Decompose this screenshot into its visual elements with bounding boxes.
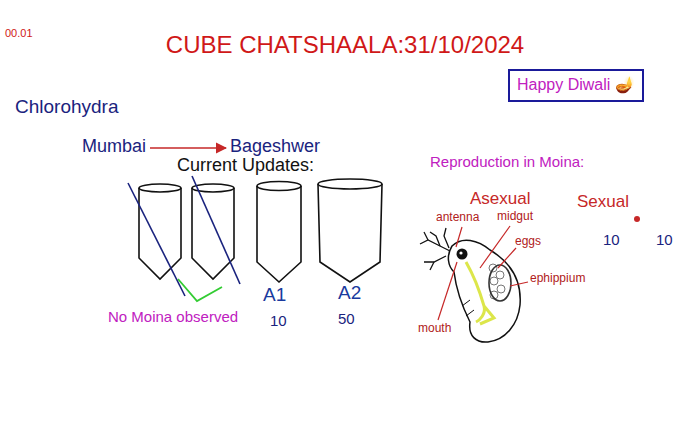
part-label: antenna (436, 211, 479, 225)
strike-line (192, 176, 240, 284)
timestamp: 00.01 (5, 27, 33, 40)
part-label: eggs (515, 235, 541, 249)
place-name: Mumbai (82, 136, 146, 157)
mode-heading: Sexual (577, 192, 629, 212)
count-value: 50 (338, 310, 355, 327)
section-heading: Reproduction in Moina: (430, 153, 584, 170)
leader-line (456, 227, 462, 247)
beaker (257, 182, 301, 283)
mode-heading: Asexual (470, 189, 530, 209)
section-heading: Current Updates: (177, 155, 314, 176)
box-text: Happy Diwali 🪔 (517, 75, 635, 96)
leader-line (438, 262, 457, 320)
leader-line (498, 248, 516, 268)
part-label: ephippium (530, 272, 585, 286)
part-label: midgut (497, 210, 533, 224)
dot-marker (634, 216, 640, 222)
leader-line (510, 282, 528, 286)
count-value: 10 (656, 231, 673, 248)
route-arrow (150, 147, 226, 149)
place-name: Bageshwer (230, 136, 320, 157)
count-value: 10 (603, 231, 620, 248)
greeting-box: Happy Diwali 🪔 (508, 69, 644, 102)
organism-name: Chlorohydra (15, 96, 119, 118)
sample-name: A2 (338, 282, 361, 304)
count-value: 10 (270, 312, 287, 329)
note-text: No Moina observed (108, 308, 238, 325)
beaker (318, 179, 382, 282)
strike-line (128, 183, 185, 296)
page-title: CUBE CHATSHAALA:31/10/2024 (166, 31, 524, 59)
sample-name: A1 (263, 284, 286, 306)
part-label: mouth (418, 322, 451, 336)
leader-line (480, 226, 510, 268)
check-mark (178, 279, 222, 301)
beaker (139, 184, 181, 279)
beaker (192, 184, 234, 279)
